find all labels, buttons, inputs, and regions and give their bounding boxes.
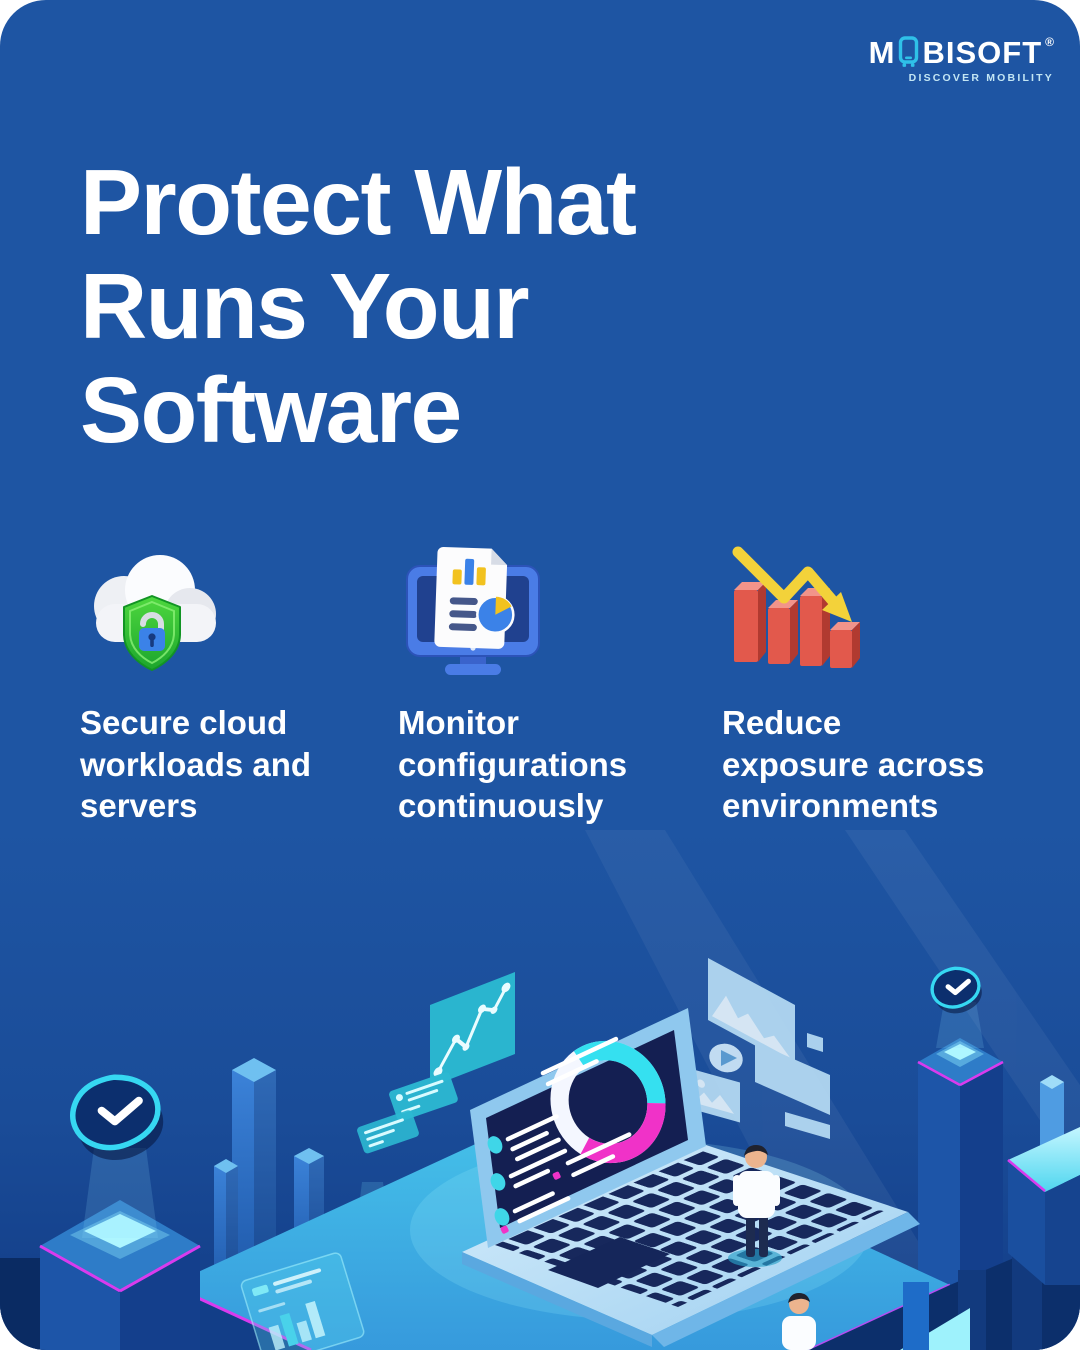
logo-text-start: M (868, 34, 896, 70)
feature-line: Reduce (722, 704, 842, 741)
feature-label: Secure cloud workloads and servers (80, 702, 398, 827)
logo-wordmark: M BISOFT ® (869, 36, 1054, 68)
laptop-dashboard (462, 1008, 920, 1347)
feature-line: continuously (398, 787, 604, 825)
feature-line: exposure across (722, 745, 985, 783)
analyst-figure-main (728, 1145, 782, 1267)
secure-cloud-lock-icon (80, 540, 398, 682)
monitor-analytics-icon (398, 540, 722, 682)
pedestal-left (39, 1074, 201, 1350)
holographic-shield-right (930, 966, 982, 1014)
feature-line: Secure cloud (80, 704, 288, 741)
feature-line: configurations (398, 745, 628, 783)
line-chart-panel (430, 972, 515, 1087)
down-arrow (732, 546, 852, 622)
feature-reduce-exposure: Reduce exposure across environments (722, 540, 1042, 827)
feature-line: Monitor (398, 704, 519, 741)
pedestal-right (917, 966, 1004, 1295)
right-platform (809, 1127, 1080, 1350)
isometric-illustration (0, 830, 1080, 1350)
feature-line: environments (722, 787, 939, 825)
media-panels (688, 958, 830, 1140)
holo-beam-right (936, 1002, 984, 1048)
feature-label: Reduce exposure across environments (722, 702, 1042, 827)
dashboard-text-lines (487, 1036, 632, 1234)
red-bars (734, 582, 860, 668)
page-title: Protect What Runs Your Software (80, 150, 637, 463)
registered-mark: ® (1045, 35, 1055, 49)
notification-cards (357, 1072, 458, 1154)
dashboard-content (487, 1036, 666, 1234)
title-line-2: Runs Your (80, 254, 530, 359)
title-line-1: Protect What (80, 150, 637, 254)
analyst-figure-small (782, 1293, 816, 1350)
brand-logo: M BISOFT ® DISCOVER MOBILITY (869, 36, 1054, 84)
title-line-3: Software (80, 358, 462, 463)
feature-line: workloads and (80, 745, 312, 783)
feature-line: servers (80, 787, 198, 825)
holo-beam-left (82, 1148, 158, 1238)
feature-secure-cloud: Secure cloud workloads and servers (80, 540, 398, 827)
laptop-trackpad (548, 1237, 670, 1288)
phone-icon (899, 36, 919, 67)
features-row: Secure cloud workloads and servers (80, 540, 1050, 827)
feature-monitor-config: Monitor configurations continuously (398, 540, 722, 827)
holographic-shield-left (70, 1074, 164, 1160)
report-document (434, 546, 515, 649)
green-shield (123, 595, 181, 671)
feature-label: Monitor configurations continuously (398, 702, 722, 827)
declining-bars-arrow-icon (722, 540, 1042, 682)
mini-dashboard-card (240, 1252, 365, 1350)
logo-tagline: DISCOVER MOBILITY (908, 72, 1054, 84)
logo-text-end: BISOFT (922, 34, 1043, 70)
